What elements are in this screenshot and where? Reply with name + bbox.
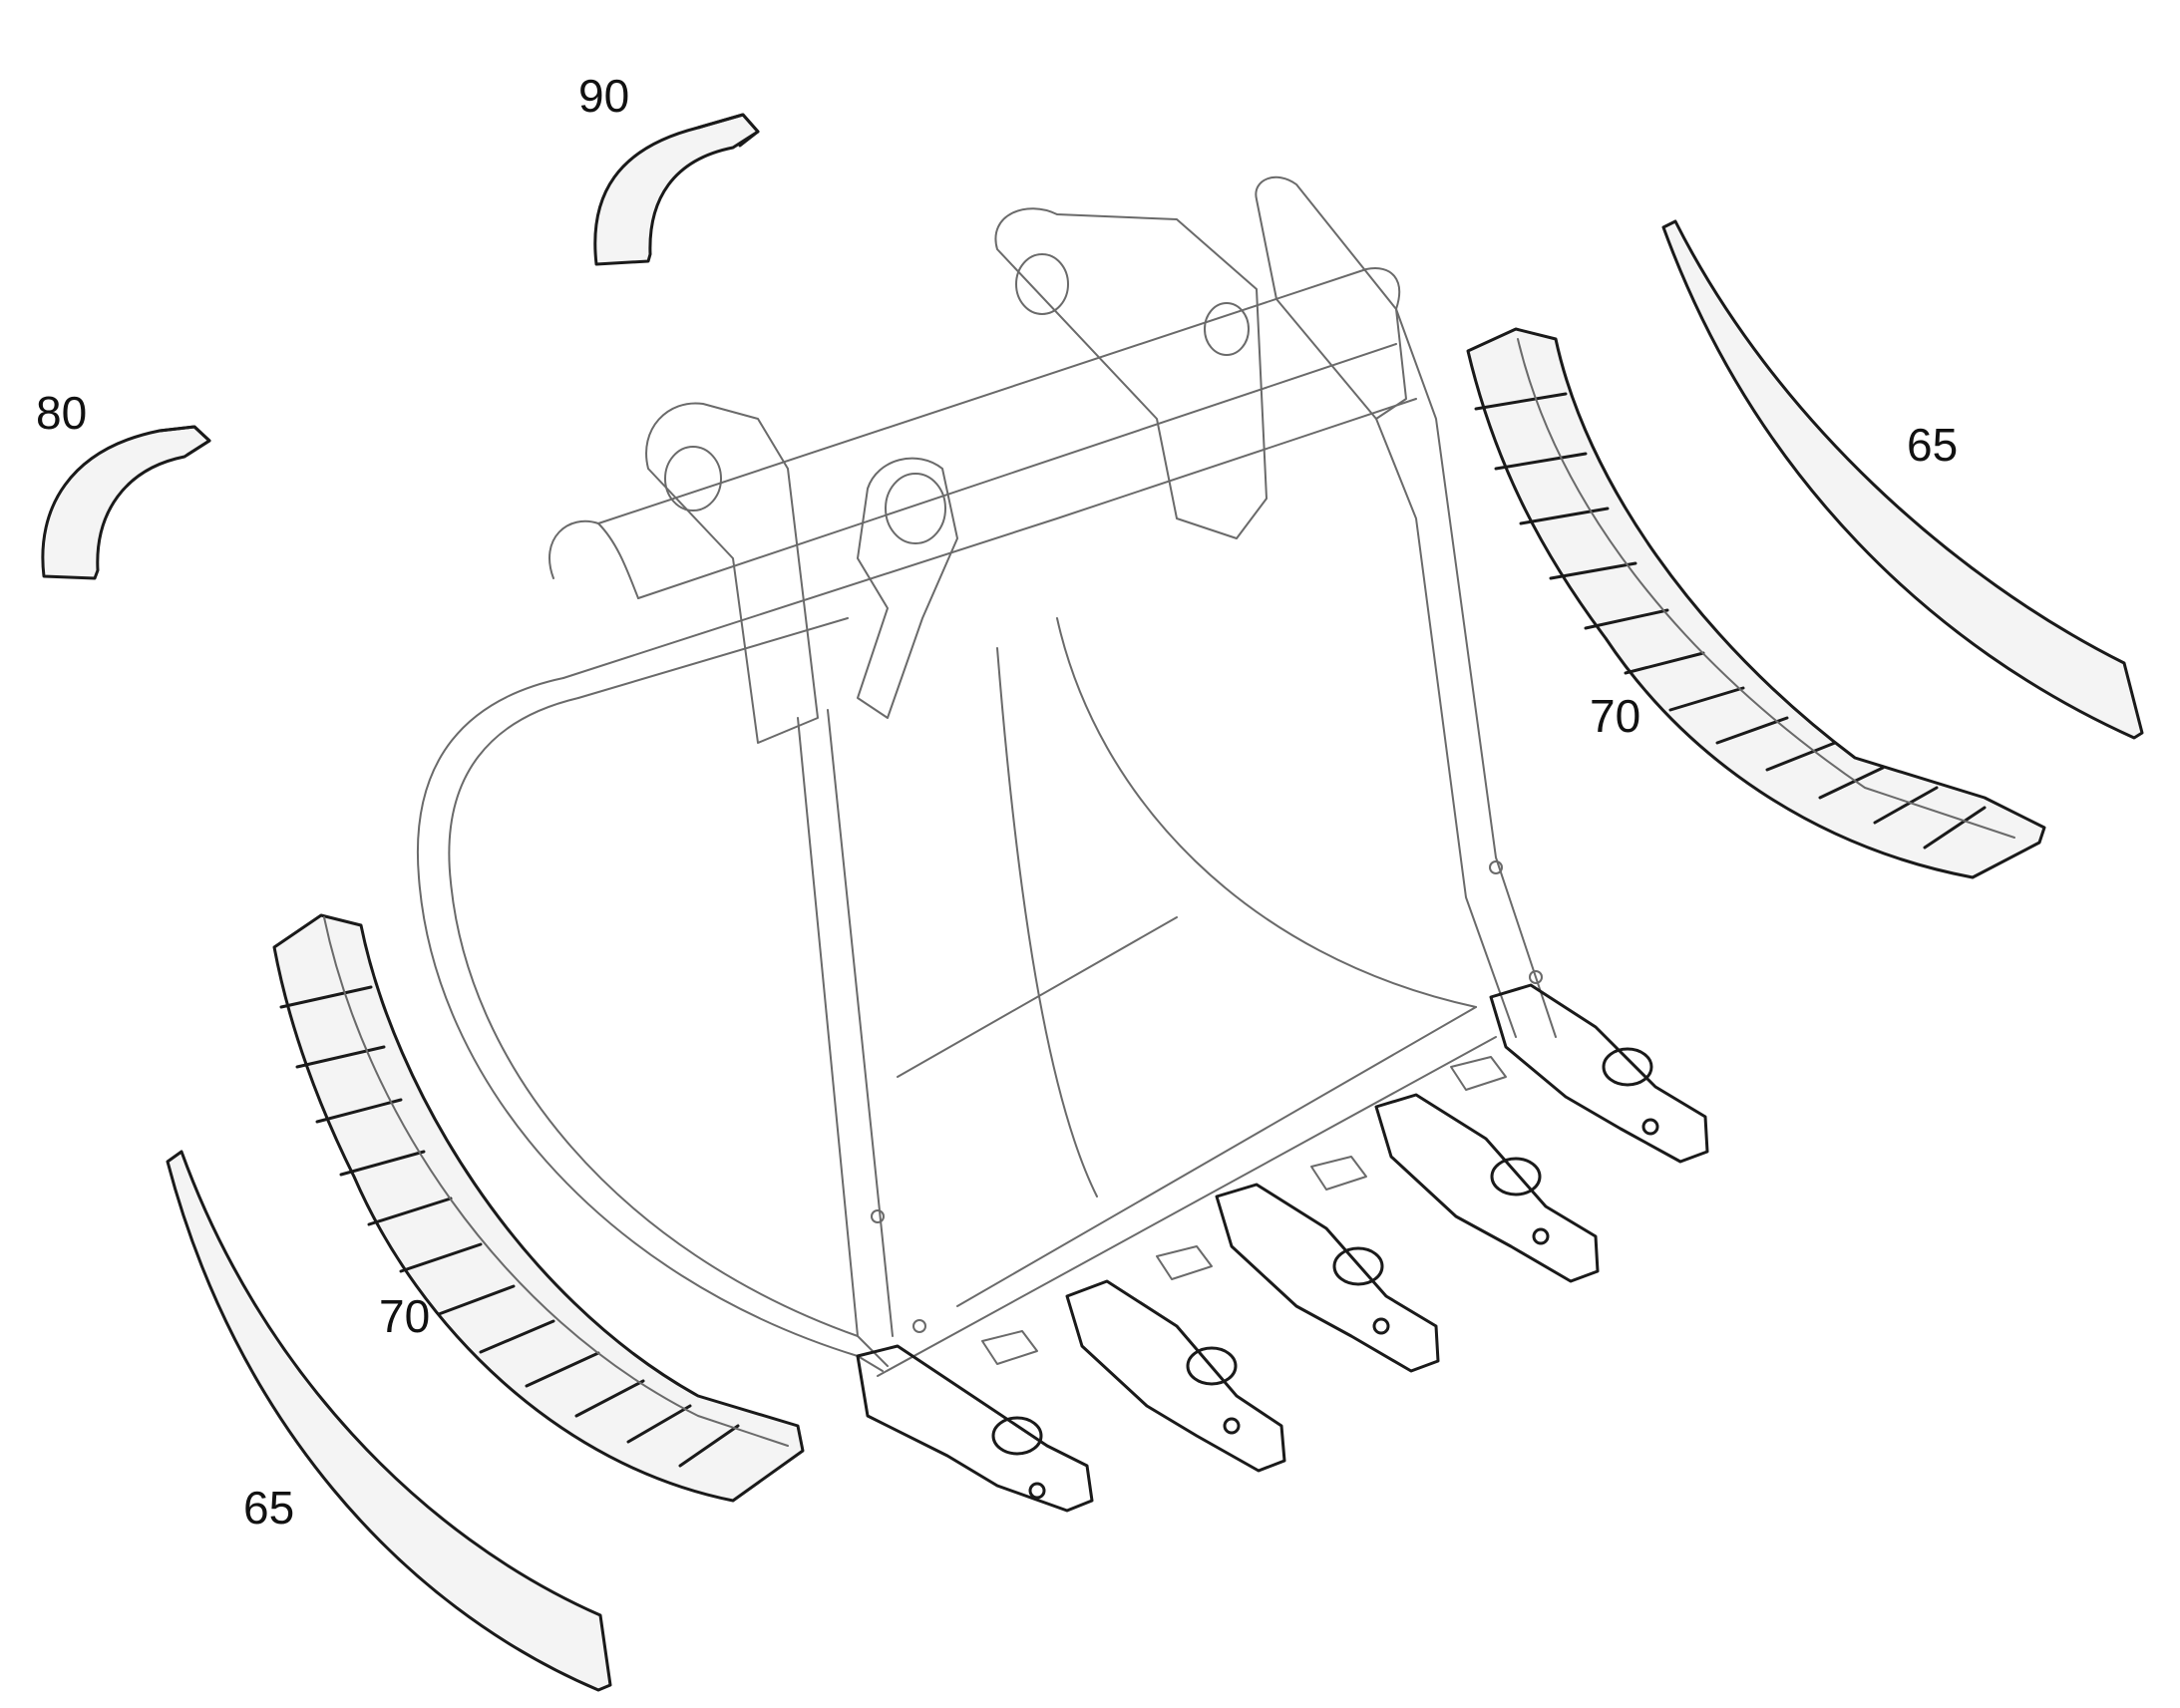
label-90: 90 [578, 70, 629, 122]
label-65-right: 65 [1907, 419, 1958, 471]
tooth-2 [1065, 1279, 1286, 1473]
part-65-left-strip [166, 1150, 612, 1692]
excavator-bucket [416, 175, 1557, 1377]
part-70-right-tile-strip [1466, 327, 2046, 879]
part-65-right-strip [1661, 219, 2144, 740]
tooth-4 [1374, 1093, 1600, 1283]
bucket-teeth [856, 983, 1709, 1513]
label-70-right: 70 [1590, 690, 1640, 742]
label-70-left: 70 [379, 1290, 430, 1342]
part-80-curved-strip [41, 425, 211, 580]
tooth-1 [856, 1344, 1094, 1513]
label-80: 80 [36, 387, 87, 439]
tooth-5 [1489, 983, 1709, 1164]
part-90-curved-strip [593, 113, 760, 266]
tooth-3 [1215, 1183, 1440, 1373]
label-65-left: 65 [243, 1482, 294, 1534]
part-70-left-tile-strip [272, 913, 805, 1503]
